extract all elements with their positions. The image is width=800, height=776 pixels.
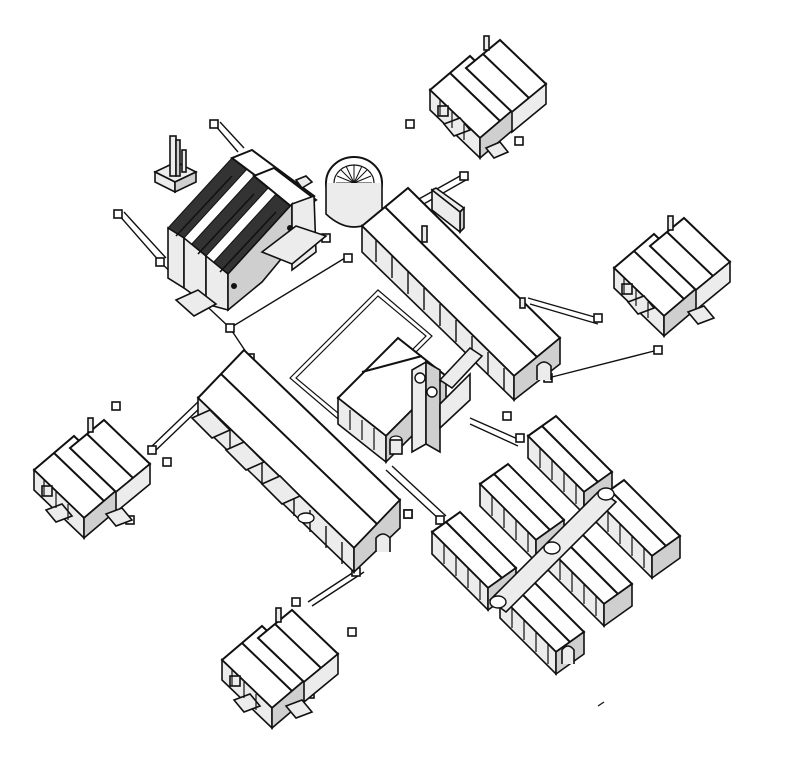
chimney	[153, 135, 198, 194]
south-west-cottages	[220, 607, 340, 730]
central-long-block-west	[190, 348, 413, 574]
north-east-cottages	[428, 35, 548, 160]
central-courtyard	[289, 289, 433, 425]
east-cottages	[612, 215, 732, 338]
central-hall	[336, 336, 484, 464]
round-tower	[325, 156, 466, 234]
stray-mark	[597, 701, 605, 707]
north-west-sheds	[167, 148, 328, 317]
connecting-walkways	[111, 119, 663, 699]
south-east-wards	[430, 414, 682, 676]
west-cottages	[32, 417, 152, 540]
